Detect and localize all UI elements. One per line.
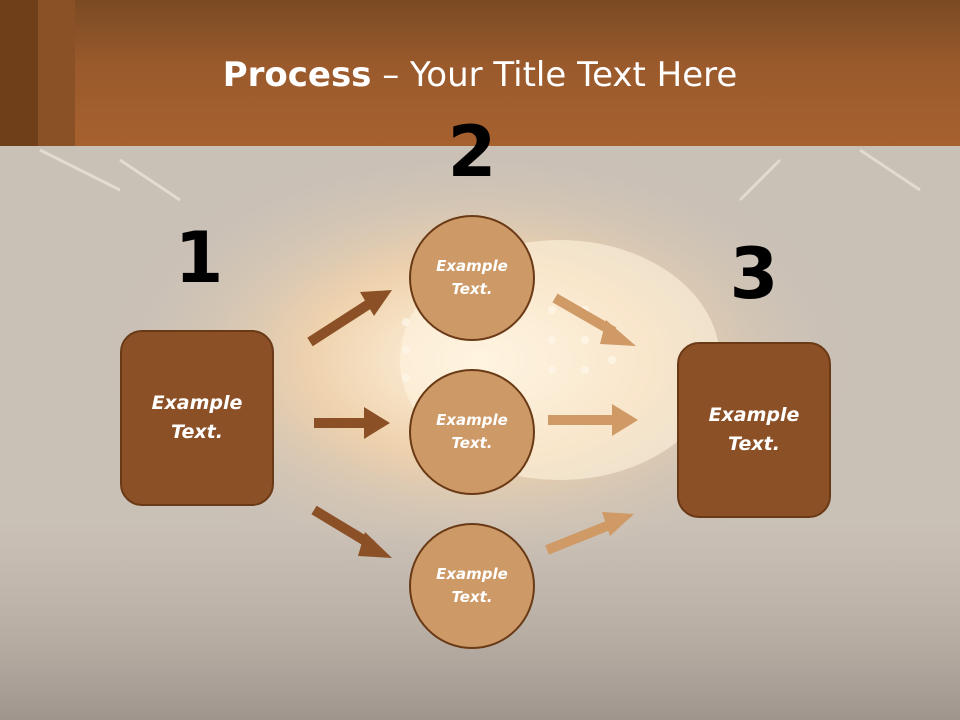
header-accent-strip [0, 0, 38, 146]
step-2-circle-middle: Example Text. [409, 369, 535, 495]
title-rest: – Your Title Text Here [371, 55, 738, 95]
arrow-step1-to-bottom [311, 505, 392, 558]
arrow-top-to-step3 [552, 293, 636, 346]
arrow-middle-to-step3 [548, 404, 638, 436]
step-2-circle-top: Example Text. [409, 215, 535, 341]
arrow-bottom-to-step3 [545, 512, 634, 555]
step-number-2: 2 [447, 111, 497, 193]
arrow-step1-to-top [307, 290, 392, 347]
arrow-step1-to-middle [314, 407, 390, 439]
step-1-text: Example Text. [151, 392, 243, 443]
circle-text: Example Text. [436, 565, 508, 606]
step-number-1: 1 [174, 217, 224, 299]
circle-text: Example Text. [436, 411, 508, 452]
step-3-box: Example Text. [677, 342, 831, 518]
slide-title: Process – Your Title Text Here [0, 54, 960, 96]
circle-text: Example Text. [436, 257, 508, 298]
step-number-3: 3 [729, 233, 779, 315]
step-2-circle-bottom: Example Text. [409, 523, 535, 649]
title-bold: Process [222, 55, 372, 95]
header-accent-strip [38, 0, 75, 146]
step-3-text: Example Text. [708, 404, 800, 455]
header-band [0, 0, 960, 146]
step-1-box: Example Text. [120, 330, 274, 506]
